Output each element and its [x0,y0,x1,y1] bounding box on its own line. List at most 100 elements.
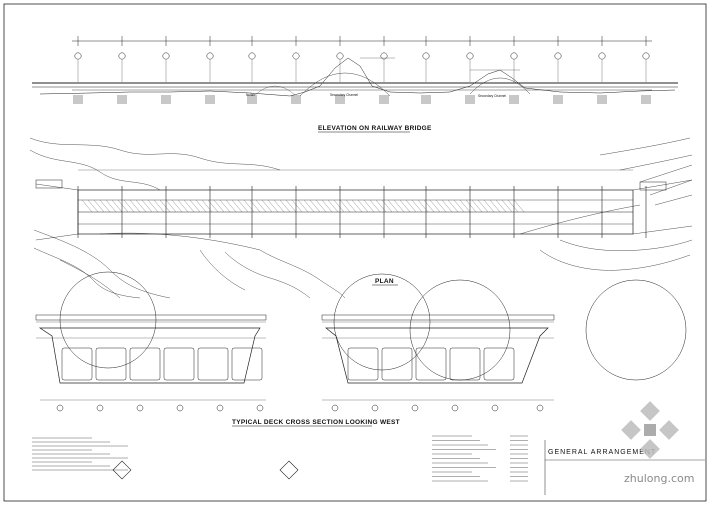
elevation-pier-marker [336,52,344,60]
section-box-cell [415,347,447,381]
revision-block [432,435,528,482]
plan-hatch-line [345,199,357,213]
section-box-cell [197,347,229,381]
elevation-label-secondary-channel-2: Secondary Channel [478,94,506,98]
plan-hatch-line [225,199,237,213]
section-box-cell [347,347,379,381]
section-bearing-marker [176,404,184,412]
plan-hatch-line [213,199,225,213]
plan-hatch-line [81,199,93,213]
plan-hatch-line [363,199,375,213]
elevation-pier-marker [292,52,300,60]
plan-hatch-line [315,199,327,213]
section-bearing-marker [491,404,499,412]
plan-hatch-line [195,199,207,213]
plan-hatch-line [327,199,339,213]
section-bearing-marker [56,404,64,412]
elevation-pier-marker [598,52,606,60]
plan-hatch-line [255,199,267,213]
plan-hatch-line [105,199,117,213]
plan-hatch-line [129,199,141,213]
section-bearing-marker [256,404,264,412]
plan-hatch-line [399,199,411,213]
section-bearing-marker [371,404,379,412]
plan-hatch-line [447,199,459,213]
plan-hatch-line [423,199,435,213]
plan-hatch-line [489,199,501,213]
cross-section-view [35,271,687,412]
plan-hatch-line [273,199,285,213]
section-box-cell [483,347,515,381]
elevation-label-secondary-channel-1: Secondary Channel [330,93,358,97]
elevation-pier-marker [380,52,388,60]
section-bearing-marker [96,404,104,412]
plan-hatch-line [261,199,273,213]
sheet-border [3,3,707,502]
plan-hatch-line [339,199,351,213]
section-bearing-marker [136,404,144,412]
elevation-pier-marker [554,52,562,60]
plan-view [29,137,693,299]
plan-hatch-line [297,199,309,213]
elevation-pier-marker [466,52,474,60]
elevation-pier-marker [118,52,126,60]
plan-hatch-line [483,199,495,213]
plan-hatch-line [99,199,111,213]
section-box-cell [231,347,263,381]
plan-hatch-line [231,199,243,213]
plan-hatch-line [177,199,189,213]
section-bearing-marker [411,404,419,412]
plan-hatch-line [357,199,369,213]
plan-hatch-line [465,199,477,213]
plan-hatch-line [237,199,249,213]
plan-hatch-line [165,199,177,213]
plan-hatch-line [249,199,261,213]
plan-hatch-line [159,199,171,213]
plan-hatch-line [141,199,153,213]
plan-hatch-line [387,199,399,213]
plan-hatch-line [513,199,525,213]
plan-hatch-line [381,199,393,213]
plan-hatch-line [495,199,507,213]
elevation-view [32,36,678,104]
elevation-pier-marker [642,52,650,60]
plan-hatch-line [171,199,183,213]
plan-title: PLAN [375,278,394,285]
plan-hatch-line [87,199,99,213]
section-bearing-marker [536,404,544,412]
plan-hatch-line [477,199,489,213]
plan-hatch-line [375,199,387,213]
section-box-cell [163,347,195,381]
elevation-pier-marker [206,52,214,60]
plan-hatch-line [93,199,105,213]
elevation-pier-marker [248,52,256,60]
plan-hatch-line [243,199,255,213]
plan-hatch-line [435,199,447,213]
plan-hatch-line [267,199,279,213]
plan-hatch-line [219,199,231,213]
plan-hatch-line [117,199,129,213]
elevation-pier-marker [74,52,82,60]
elevation-title: ELEVATION ON RAILWAY BRIDGE [318,125,432,132]
section-title: TYPICAL DECK CROSS SECTION LOOKING WEST [232,419,400,426]
plan-hatch-line [123,199,135,213]
section-bearing-marker [216,404,224,412]
plan-hatch-line [279,199,291,213]
elevation-label-group: Nullah Secondary Channel Secondary Chann… [246,93,506,98]
elevation-pier-marker [162,52,170,60]
plan-hatch-line [147,199,159,213]
notes-block [32,437,128,471]
section-bearing-marker [451,404,459,412]
plan-hatch-line [453,199,465,213]
plan-hatch-line [303,199,315,213]
title-block-text: GENERAL ARRANGEMENT [548,449,656,456]
north-markers [112,460,299,480]
plan-hatch-line [183,199,195,213]
plan-hatch-line [459,199,471,213]
plan-hatch-line [501,199,513,213]
plan-hatch-line [309,199,321,213]
plan-hatch-line [441,199,453,213]
plan-hatch-line [369,199,381,213]
plan-hatch-line [411,199,423,213]
